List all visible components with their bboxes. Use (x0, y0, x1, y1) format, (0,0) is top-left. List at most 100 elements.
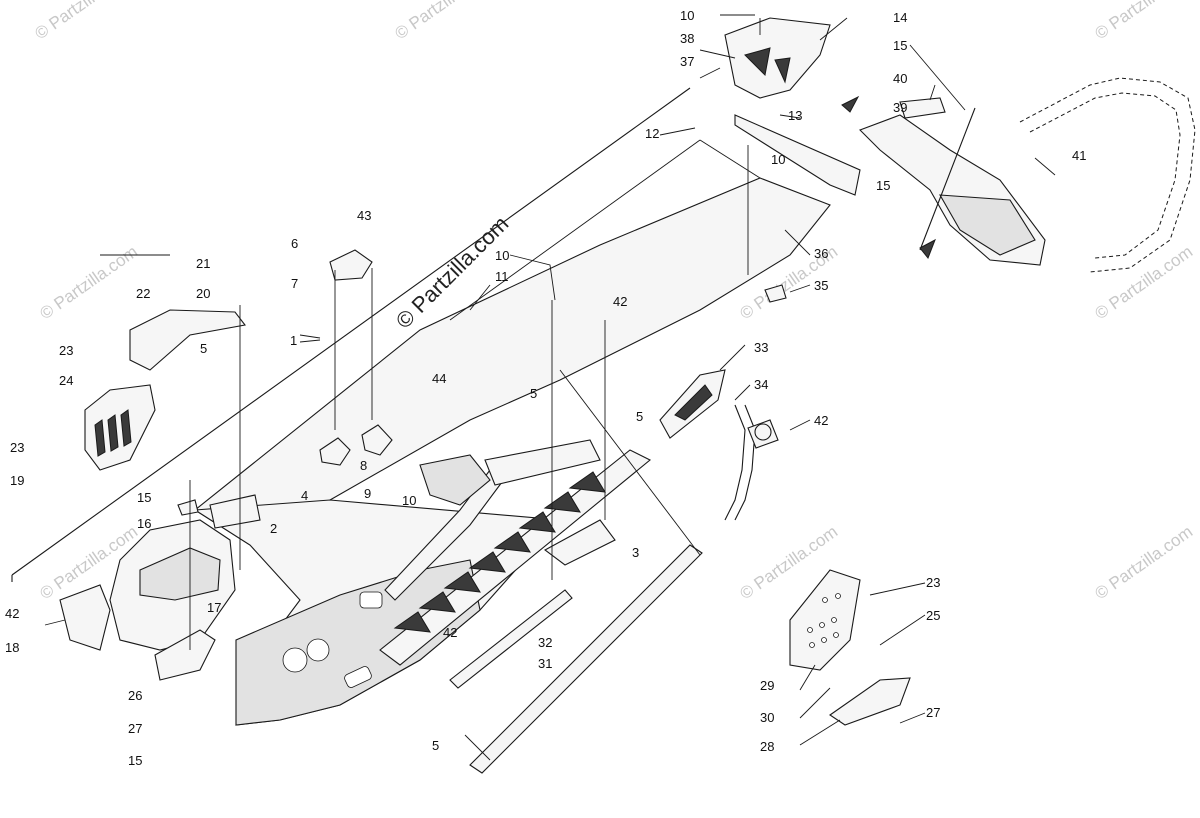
watermark-tile: © Partzilla.com (1091, 522, 1196, 603)
callout-14: 14 (893, 10, 907, 25)
leader-line (784, 229, 811, 256)
rear-strap-edge (734, 404, 756, 521)
leader-line (879, 614, 926, 646)
callout-15-flap: 15 (876, 178, 890, 193)
callout-10-brace: 10 (402, 493, 416, 508)
callout-42-center: 42 (613, 294, 627, 309)
callout-42-bottom: 42 (443, 625, 457, 640)
callout-23-lower: 23 (10, 440, 24, 455)
right-footstep (829, 677, 911, 726)
callout-7: 7 (291, 276, 298, 291)
running-board-cleat (568, 471, 606, 493)
skirt-vent (120, 409, 132, 447)
callout-21: 21 (196, 256, 210, 271)
mounting-bracket (543, 519, 616, 566)
footrest-perforation (831, 617, 837, 623)
small-clip (764, 284, 787, 303)
fastener-block (177, 499, 199, 516)
watermark-tile: © Partzilla.com (36, 242, 141, 323)
callout-37: 37 (680, 54, 694, 69)
callout-8: 8 (360, 458, 367, 473)
short-side-rail (449, 589, 573, 689)
left-footstep (154, 629, 216, 681)
running-board-cleats (393, 471, 606, 633)
reference-line (919, 107, 976, 251)
footrest-perforation (807, 627, 813, 633)
leader-line (799, 664, 816, 691)
leader-line (719, 344, 746, 371)
running-board-cleat (393, 611, 431, 633)
footrest-perforation (821, 637, 827, 643)
callout-18: 18 (5, 640, 19, 655)
callout-30: 30 (760, 710, 774, 725)
tunnel-side-slot (344, 666, 372, 688)
callout-10-center: 10 (495, 248, 509, 263)
callout-35: 35 (814, 278, 828, 293)
callout-40: 40 (893, 71, 907, 86)
running-board-cleat (468, 551, 506, 573)
leader-line (699, 67, 721, 79)
callout-32: 32 (538, 635, 552, 650)
leader-lines (44, 14, 1056, 761)
tunnel-lower-side (235, 559, 481, 726)
callout-41: 41 (1072, 148, 1086, 163)
callout-20: 20 (196, 286, 210, 301)
leader-line (799, 687, 831, 719)
callout-5-rail: 5 (432, 738, 439, 753)
callout-16: 16 (137, 516, 151, 531)
callout-42-right: 42 (814, 413, 828, 428)
running-board-cleat (518, 511, 556, 533)
grab-bracket-slot (744, 47, 771, 77)
small-bracket (329, 249, 373, 281)
callout-5-bracket: 5 (200, 341, 207, 356)
callout-28: 28 (760, 739, 774, 754)
leader-line (779, 114, 801, 119)
footrest-perforation (819, 622, 825, 628)
leader-line (559, 369, 701, 556)
tunnel-top-plate (194, 177, 831, 546)
lower-bracket (59, 584, 111, 651)
rear-crossbar (734, 114, 861, 196)
grab-bracket (724, 17, 831, 99)
callout-labels: 1 2 3 4 5 5 5 5 5 6 7 8 9 10 10 10 10 11… (5, 8, 1086, 768)
callout-44: 44 (432, 371, 446, 386)
callout-22: 22 (136, 286, 150, 301)
tunnel-side-hole (282, 647, 308, 673)
watermark-tile: © Partzilla.com (1091, 0, 1196, 43)
callout-27-right: 27 (926, 705, 940, 720)
grab-bracket-slot (774, 57, 791, 84)
leader-line (929, 84, 936, 101)
tunnel-top-edge (699, 139, 761, 179)
callout-3: 3 (632, 545, 639, 560)
footrest-perforation (835, 593, 841, 599)
footrest-perforations (807, 593, 841, 648)
callout-10-top: 10 (680, 8, 694, 23)
callout-12: 12 (645, 126, 659, 141)
leader-line (899, 712, 926, 724)
rear-bumper-outline-inner (1029, 92, 1181, 259)
footrest-perforation (822, 597, 828, 603)
tunnel-side-slot (359, 591, 383, 609)
leader-line (464, 734, 491, 761)
plate-clip (361, 424, 393, 456)
callout-43: 43 (357, 208, 371, 223)
callout-15-top: 15 (893, 38, 907, 53)
callout-4: 4 (301, 488, 308, 503)
callout-5-center: 5 (530, 386, 537, 401)
callout-31: 31 (538, 656, 552, 671)
callout-25: 25 (926, 608, 940, 623)
front-bracket (129, 309, 246, 371)
perforated-footrest (789, 569, 861, 671)
footrest-perforation (833, 632, 839, 638)
callout-23-right: 23 (926, 575, 940, 590)
leader-line (909, 44, 966, 111)
callout-15-bottom: 15 (128, 753, 142, 768)
leader-line (299, 334, 321, 339)
callout-34: 34 (754, 377, 768, 392)
rear-strap (724, 404, 746, 521)
running-board-cleat (443, 571, 481, 593)
callout-17: 17 (207, 600, 221, 615)
callout-15-left: 15 (137, 490, 151, 505)
